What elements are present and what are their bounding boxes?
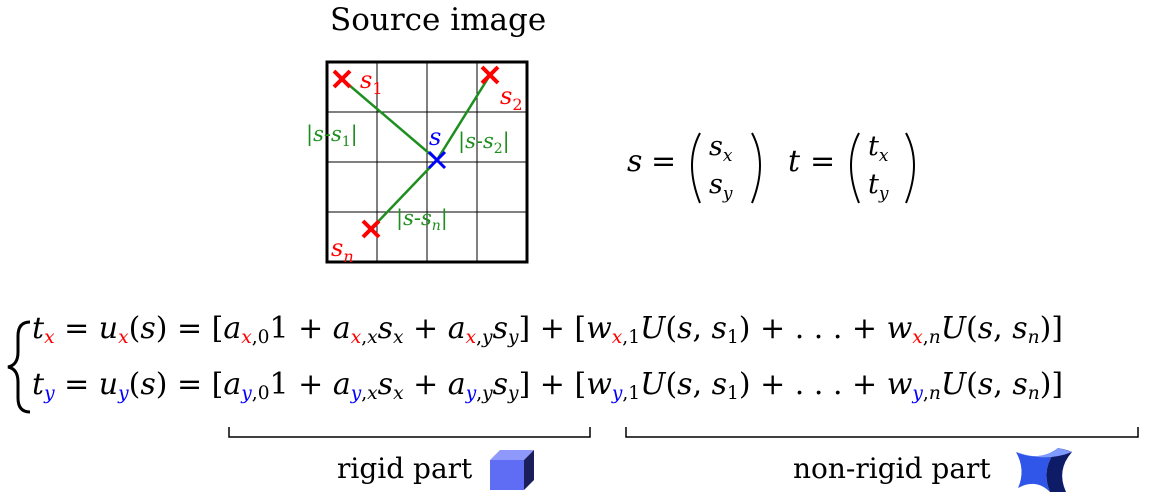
distance-lines: [341, 74, 492, 230]
image-border: [325, 60, 529, 264]
distance-s-sn-label: |s-sn|: [396, 206, 448, 234]
t-vector-equals: =: [810, 144, 835, 179]
s-vector-equals: =: [651, 144, 676, 179]
t-vector-right-paren: [905, 132, 915, 204]
warped-shape-icon: [1016, 448, 1072, 492]
t-vector-left-paren: [850, 132, 860, 204]
nonrigid-part-bracket: [625, 427, 1139, 438]
s-vector-name: s: [627, 144, 642, 179]
s2-label: s2: [500, 82, 523, 114]
distance-s-s2-label: |s-s2|: [458, 129, 510, 157]
nonrigid-part-label: non-rigid part: [793, 452, 991, 485]
s-marker: [427, 150, 447, 170]
system-brace: [7, 320, 31, 414]
t-vector-bottom: ty: [868, 169, 889, 204]
s2-marker: [480, 65, 500, 85]
sn-label: sn: [331, 234, 354, 266]
rigid-part-bracket: [228, 427, 591, 438]
t-vector-name: t: [788, 144, 801, 179]
sn-marker: [361, 219, 381, 239]
vector-definitions: s = sx sy t = tx ty: [627, 131, 915, 204]
cube-icon: [490, 450, 534, 490]
equation-row-tx: tx = ux(s) = [ax,01 + ax,xsx + ax,ysy] +…: [32, 311, 1064, 349]
s1-marker: [332, 69, 352, 89]
s1-label: s1: [360, 66, 383, 98]
source-image-title: Source image: [330, 2, 547, 38]
rigid-part-label: rigid part: [337, 452, 473, 485]
s-vector-bottom: sy: [709, 169, 733, 204]
s-vector-right-paren: [751, 132, 761, 204]
t-vector-top: tx: [868, 131, 889, 166]
s-vector-left-paren: [691, 132, 701, 204]
equation-row-ty: ty = uy(s) = [ay,01 + ay,xsx + ay,ysy] +…: [32, 367, 1064, 405]
s-label: s: [429, 123, 441, 151]
distance-s-s1-label: |s-s1|: [306, 122, 358, 150]
s-vector-top: sx: [709, 131, 733, 166]
